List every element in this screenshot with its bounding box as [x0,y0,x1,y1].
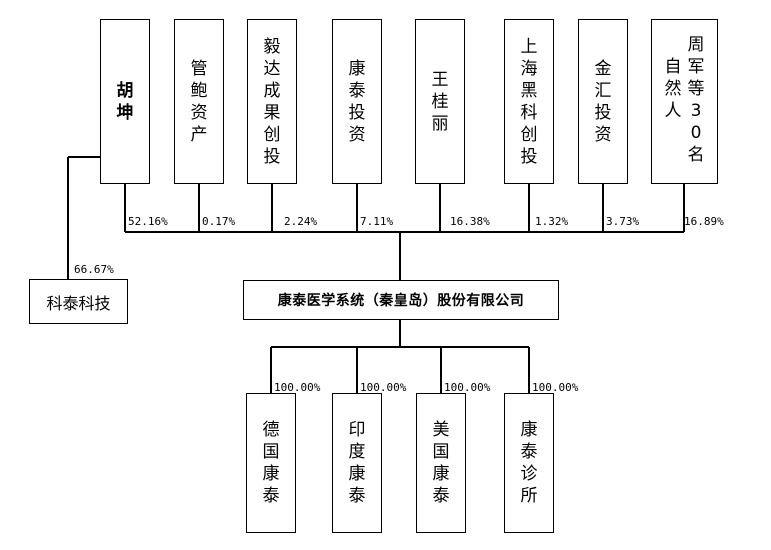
shareholder-percent: 3.73% [606,215,640,228]
shareholder-percent: 2.24% [284,215,318,228]
name-char: 投 [263,146,281,167]
shareholder-name: 毅达成果创投 [264,36,281,168]
name-char: 泰 [262,486,280,506]
subsidiary-percent: 100.00% [444,381,491,394]
keitai-tech-box: 科泰科技 [29,279,128,324]
shareholder-percent: 16.89% [684,215,724,228]
name-char: 桂 [431,91,449,112]
name-char: 康 [348,464,366,484]
name-char: 所 [520,486,538,506]
shareholder-box-guanbao: 管鲍资产 [174,19,224,184]
name-char: 管 [190,58,208,79]
name-char: 美 [432,420,450,440]
name-char: 3 [690,101,702,121]
name-char: 黑 [520,80,538,101]
subsidiary-box-usa: 美国康泰 [416,393,466,533]
name-char: 创 [263,124,281,145]
name-char: 创 [520,124,538,145]
name-char: 投 [348,102,366,123]
name-char: 国 [262,442,280,462]
name-char: 0 [690,123,702,143]
shareholder-percent: 1.32% [535,215,569,228]
name-char: 国 [432,442,450,462]
name-char: 泰 [348,80,366,101]
name-char: 等 [687,79,705,99]
keitai-tech-name: 科泰科技 [46,293,111,313]
name-char: 度 [348,442,366,462]
shareholder-percent: 0.17% [202,215,236,228]
shareholder-name: 胡坤 [117,80,134,124]
name-column-left: 自然人 [665,56,682,122]
name-char: 然 [664,79,682,99]
shareholder-box-jinhui: 金汇投资 [578,19,628,184]
name-char: 毅 [263,36,281,57]
name-char: 自 [664,57,682,77]
shareholder-percent: 16.38% [450,215,490,228]
name-char: 投 [520,146,538,167]
name-char: 汇 [594,80,612,101]
subsidiary-box-clinic: 康泰诊所 [504,393,554,533]
name-char: 果 [263,102,281,123]
subsidiary-box-india: 印度康泰 [332,393,382,533]
name-char: 丽 [431,113,449,134]
shareholder-name: 王桂丽 [432,69,449,135]
name-char: 科 [520,102,538,123]
subsidiary-percent: 100.00% [360,381,407,394]
name-char: 军 [687,57,705,77]
subsidiary-name: 印度康泰 [349,419,366,507]
name-char: 资 [190,102,208,123]
name-char: 康 [262,464,280,484]
shareholder-name: 管鲍资产 [191,58,208,146]
name-char: 泰 [432,486,450,506]
shareholder-name: 上海黑科创投 [521,36,538,168]
name-char: 德 [262,420,280,440]
shareholder-percent: 52.16% [128,215,168,228]
name-char: 王 [431,69,449,90]
subsidiary-box-germany: 德国康泰 [246,393,296,533]
shareholder-box-yida: 毅达成果创投 [247,19,297,184]
name-char: 产 [190,124,208,145]
name-char: 康 [432,464,450,484]
name-char: 达 [263,58,281,79]
name-char: 名 [687,145,705,165]
shareholder-box-hukun: 胡坤 [100,19,150,184]
subsidiary-name: 康泰诊所 [521,419,538,507]
name-char: 康 [520,420,538,440]
shareholder-box-wangguili: 王桂丽 [415,19,465,184]
name-char: 成 [263,80,281,101]
shareholder-box-kangtai-invest: 康泰投资 [332,19,382,184]
name-char: 诊 [520,464,538,484]
name-char: 周 [687,35,705,55]
name-char: 上 [520,36,538,57]
name-char: 金 [594,58,612,79]
name-char: 康 [348,58,366,79]
name-char: 投 [594,102,612,123]
shareholder-percent: 7.11% [360,215,394,228]
main-company-box: 康泰医学系统（秦皇岛）股份有限公司 [243,280,559,320]
subsidiary-name: 美国康泰 [433,419,450,507]
subsidiary-percent: 100.00% [532,381,579,394]
shareholder-name: 金汇投资 [595,58,612,146]
name-char: 海 [520,58,538,79]
subsidiary-name: 德国康泰 [263,419,280,507]
main-company-name: 康泰医学系统（秦皇岛）股份有限公司 [277,293,525,309]
name-char: 泰 [348,486,366,506]
subsidiary-percent: 100.00% [274,381,321,394]
keitai-tech-percent: 66.67% [74,263,114,276]
shareholder-name: 康泰投资 [349,58,366,146]
shareholder-box-shanghai-heike: 上海黑科创投 [504,19,554,184]
name-char: 人 [664,101,682,121]
name-char: 坤 [116,102,134,123]
name-char: 资 [594,124,612,145]
name-char: 泰 [520,442,538,462]
name-char: 鲍 [190,80,208,101]
name-char: 胡 [116,80,134,101]
name-char: 印 [348,420,366,440]
name-char: 资 [348,124,366,145]
